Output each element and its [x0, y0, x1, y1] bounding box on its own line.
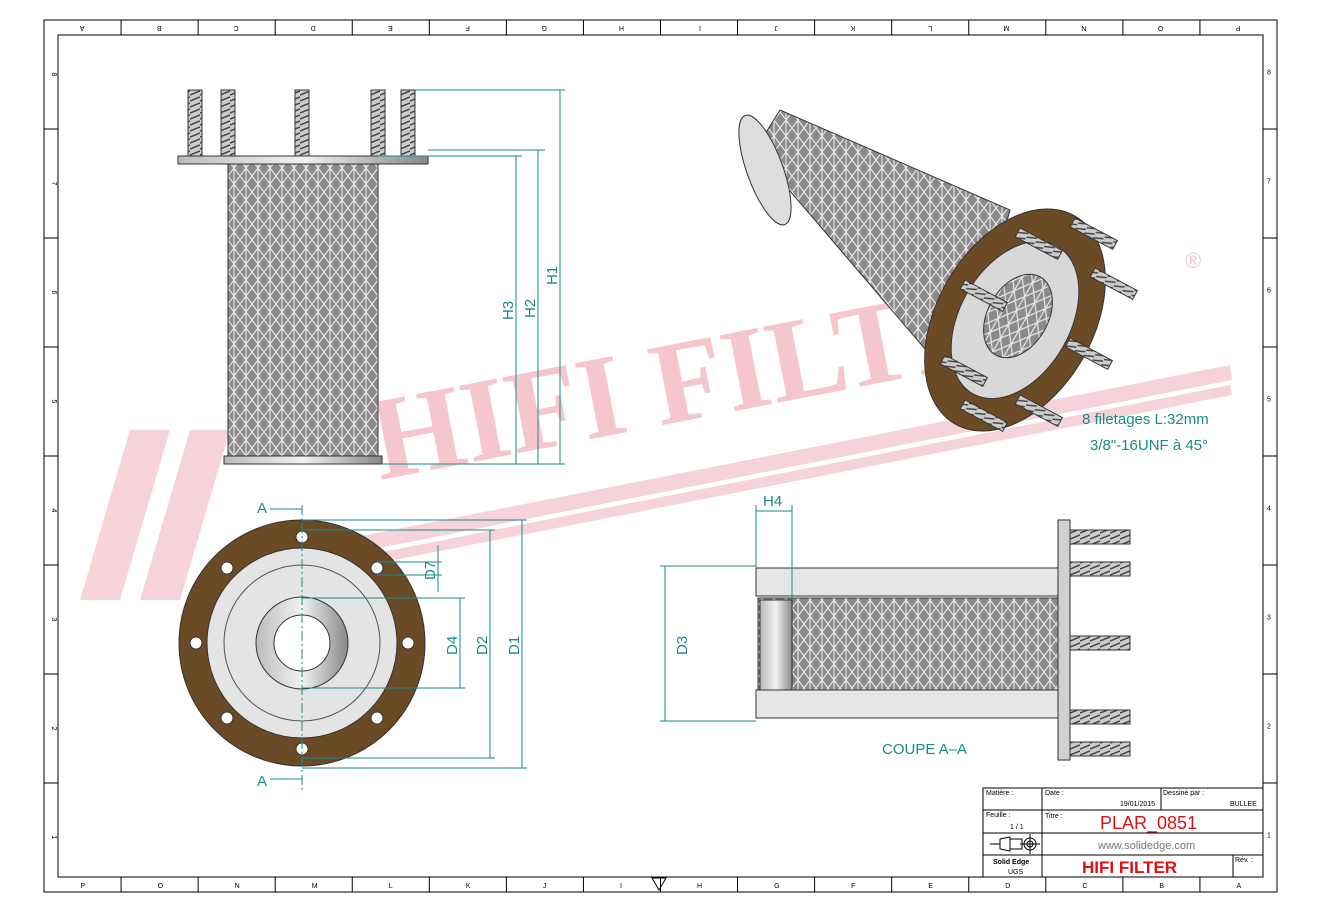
dim-h4: H4 — [763, 493, 782, 510]
zone-column-label-top: D — [311, 24, 316, 31]
feuille-label: Feuille : — [986, 812, 1011, 819]
feuille-value: 1 / 1 — [1010, 824, 1024, 831]
zone-column-label: A — [1236, 883, 1241, 890]
zone-column-label-top: N — [1081, 24, 1086, 31]
section-label: COUPE A–A — [882, 741, 967, 758]
zone-column-label: B — [1159, 883, 1164, 890]
zone-row-label-left: 3 — [50, 618, 57, 622]
zone-column-label-top: O — [1157, 24, 1163, 31]
section-dimensions — [660, 505, 793, 722]
zone-row-label-left: 2 — [50, 727, 57, 731]
zone-row-label: 4 — [1267, 506, 1271, 513]
zone-column-label-top: I — [699, 24, 701, 31]
dim-h1: H1 — [544, 266, 561, 285]
rev-label: Rév. : — [1235, 857, 1253, 864]
zone-row-label: 3 — [1267, 615, 1271, 622]
units: UGS — [1008, 869, 1024, 876]
zone-column-label-top: G — [541, 24, 546, 31]
designer-label: Dessiné par : — [1163, 790, 1204, 797]
front-dimensions — [378, 89, 565, 465]
projection-symbol-icon — [990, 834, 1040, 854]
zone-column-label: N — [235, 883, 240, 890]
website: www.solidedge.com — [1097, 840, 1195, 852]
zone-row-label-left: 4 — [50, 509, 57, 513]
zone-row-label: 5 — [1267, 397, 1271, 404]
front-view — [177, 89, 429, 465]
drawing-title: PLAR_0851 — [1100, 813, 1197, 834]
zone-column-label: K — [466, 883, 471, 890]
zone-column-label: D — [1005, 883, 1010, 890]
zone-row-label-left: 1 — [50, 836, 57, 840]
zone-column-label: P — [81, 883, 86, 890]
title-block — [982, 787, 1264, 878]
registered-mark: ® — [1185, 248, 1201, 273]
zone-row-label: 1 — [1267, 833, 1271, 840]
software-name: Solid Edge — [993, 859, 1029, 866]
zone-row-label-left: 7 — [50, 182, 57, 186]
zone-column-label-top: L — [928, 24, 932, 31]
zone-column-label: C — [1082, 883, 1087, 890]
dim-h2: H2 — [522, 299, 539, 318]
zone-column-label-top: F — [466, 24, 470, 31]
zone-column-label-top: M — [1003, 24, 1009, 31]
dim-d4: D4 — [444, 636, 461, 655]
plan-dimensions — [270, 505, 527, 790]
company-name: HIFI FILTER — [1082, 858, 1177, 877]
thread-note-line1: 8 filetages L:32mm — [1082, 411, 1209, 428]
zone-column-label-top: J — [775, 24, 779, 31]
dim-d1: D1 — [506, 636, 523, 655]
thread-note-line2: 3/8"-16UNF à 45° — [1090, 437, 1208, 454]
dim-d7: D7 — [422, 561, 439, 580]
zone-column-label: J — [543, 883, 547, 890]
zone-column-label: H — [697, 883, 702, 890]
zone-column-label-top: K — [850, 24, 855, 31]
zone-column-label-top: H — [619, 24, 624, 31]
zone-markers: P P O O N N M M L L K K J J I I H H G G F F E E D D C C B B A A 8 8 7 7 6 6 5 5… — [44, 20, 1277, 892]
dim-d2: D2 — [474, 636, 491, 655]
zone-row-label-left: 6 — [50, 291, 57, 295]
designer-value: BULLEE — [1230, 801, 1257, 808]
section-marker-bottom: A — [257, 773, 267, 790]
zone-column-label-top: C — [234, 24, 239, 31]
matiere-label: Matière : — [986, 790, 1013, 797]
zone-column-label-top: B — [157, 24, 162, 31]
zone-column-label: L — [389, 883, 393, 890]
section-view — [755, 519, 1131, 761]
zone-row-label: 8 — [1267, 70, 1271, 77]
zone-row-label: 2 — [1267, 724, 1271, 731]
titre-label: Titre : — [1045, 813, 1063, 820]
zone-row-label: 7 — [1267, 179, 1271, 186]
isometric-view — [738, 109, 1139, 433]
zone-column-label-top: A — [80, 24, 85, 31]
zone-column-label: O — [158, 883, 164, 890]
center-mark-icon — [651, 877, 667, 891]
date-label: Date : — [1045, 790, 1064, 797]
zone-row-label-left: 5 — [50, 400, 57, 404]
zone-row-label: 6 — [1267, 288, 1271, 295]
zone-column-label-top: E — [388, 24, 393, 31]
zone-row-label-left: 8 — [50, 73, 57, 77]
zone-column-label-top: P — [1235, 24, 1240, 31]
zone-column-label: G — [774, 883, 779, 890]
zone-column-label: F — [851, 883, 855, 890]
zone-column-label: E — [928, 883, 933, 890]
section-marker-top: A — [257, 500, 267, 517]
dim-d3: D3 — [674, 636, 691, 655]
plan-view — [178, 519, 426, 767]
zone-column-label: M — [312, 883, 318, 890]
date-value: 19/01/2015 — [1120, 801, 1155, 808]
dim-h3: H3 — [500, 301, 517, 320]
zone-column-label: I — [620, 883, 622, 890]
